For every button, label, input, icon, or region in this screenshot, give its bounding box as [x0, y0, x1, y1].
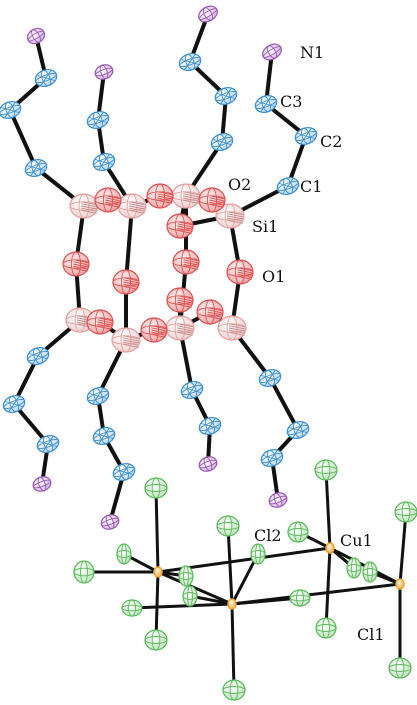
bond-cub-k11 [230, 596, 302, 606]
bond-cu1-k12 [324, 468, 332, 550]
atom-u2 [86, 110, 110, 130]
atom-y3 [198, 456, 218, 472]
atom-o2 [198, 187, 226, 213]
atom-c1 [276, 176, 300, 196]
atom-k2 [73, 560, 95, 584]
bond-cub-k8 [226, 524, 234, 606]
atom-u1 [94, 64, 114, 80]
label-cl2: Cl2 [254, 526, 282, 545]
atom-og [86, 309, 114, 335]
atom-k11 [289, 589, 311, 607]
atom-k1 [144, 477, 168, 499]
atom-s6 [111, 327, 141, 353]
atom-k9 [250, 543, 266, 565]
label-o1: O1 [262, 267, 285, 286]
atom-s8 [217, 315, 247, 341]
atom-oh [140, 317, 168, 343]
atom-v3 [0, 100, 22, 120]
atom-w4 [32, 476, 52, 492]
label-c2: C2 [320, 132, 342, 151]
atom-x1 [86, 386, 110, 406]
atom-k15 [394, 501, 417, 523]
bond-cu1-cl1 [324, 546, 332, 630]
atom-s2 [117, 193, 147, 219]
bond-v3-v4 [8, 108, 38, 170]
atom-w1 [26, 346, 50, 366]
atom-oi [196, 299, 224, 325]
atom-t4 [210, 132, 234, 152]
atom-k8 [216, 515, 240, 537]
atom-cuc [395, 578, 405, 590]
atom-oc [166, 213, 194, 239]
label-o2: O2 [228, 175, 251, 194]
atom-t3 [214, 86, 238, 106]
label-c3: C3 [280, 92, 302, 111]
atom-s7 [165, 315, 195, 341]
atom-t2 [178, 52, 202, 72]
atom-cu1 [325, 542, 335, 554]
atom-z2 [286, 420, 310, 440]
label-cu1: Cu1 [340, 531, 373, 550]
atom-w3 [36, 434, 60, 454]
atom-y2 [198, 416, 222, 436]
atom-c3 [254, 94, 278, 114]
atom-k12 [314, 459, 338, 481]
atom-x2 [92, 426, 116, 446]
atom-k13 [362, 561, 378, 583]
atom-k16 [388, 657, 412, 679]
bond-z1-z2 [268, 376, 300, 432]
atom-n1 [262, 43, 282, 61]
atoms-layer [0, 5, 417, 701]
atom-o1 [226, 259, 254, 285]
atom-k5 [121, 599, 143, 617]
atom-v2 [34, 68, 58, 88]
atom-ob [146, 183, 174, 209]
atom-cl1 [315, 617, 337, 639]
bond-s2-oe [124, 204, 134, 284]
atom-oj [166, 287, 194, 313]
atom-of [172, 249, 200, 275]
atom-s4 [215, 203, 245, 229]
atom-k3 [116, 543, 132, 565]
atom-t1 [198, 5, 218, 23]
atom-c2 [294, 126, 318, 146]
atom-v1 [26, 27, 46, 45]
atom-oa [94, 187, 122, 213]
atom-x3 [112, 462, 136, 482]
atom-cl2 [287, 521, 309, 543]
bond-cuc-k15 [398, 510, 408, 586]
atom-y1 [180, 380, 204, 400]
atom-s3 [171, 183, 201, 209]
atom-od [62, 251, 90, 277]
atom-k7 [144, 629, 168, 651]
atom-cl2n [268, 492, 288, 508]
label-c1: C1 [300, 177, 322, 196]
atom-k4 [178, 565, 194, 587]
label-n1: N1 [300, 43, 324, 62]
atom-k10 [222, 679, 246, 701]
atom-cua [153, 566, 163, 578]
atom-x4 [100, 514, 120, 530]
atom-u3 [92, 152, 116, 172]
bond-cua-k1 [154, 486, 160, 574]
atom-z3 [260, 448, 284, 468]
atom-z1 [258, 368, 282, 388]
atom-k14 [346, 557, 362, 579]
label-cl1: Cl1 [357, 625, 385, 644]
bond-cub-k10 [230, 602, 236, 692]
atom-oe [112, 269, 140, 295]
bonds-layer [8, 12, 408, 692]
atom-w2 [2, 394, 26, 414]
atom-cub [227, 598, 237, 610]
labels-layer: N1 C3 C2 C1 O2 Si1 O1 Cl2 Cu1 Cl1 [228, 43, 385, 644]
bond-cub-k5 [130, 602, 234, 610]
label-si1: Si1 [252, 217, 278, 236]
atom-k6 [182, 585, 198, 607]
atom-s1 [69, 193, 99, 219]
